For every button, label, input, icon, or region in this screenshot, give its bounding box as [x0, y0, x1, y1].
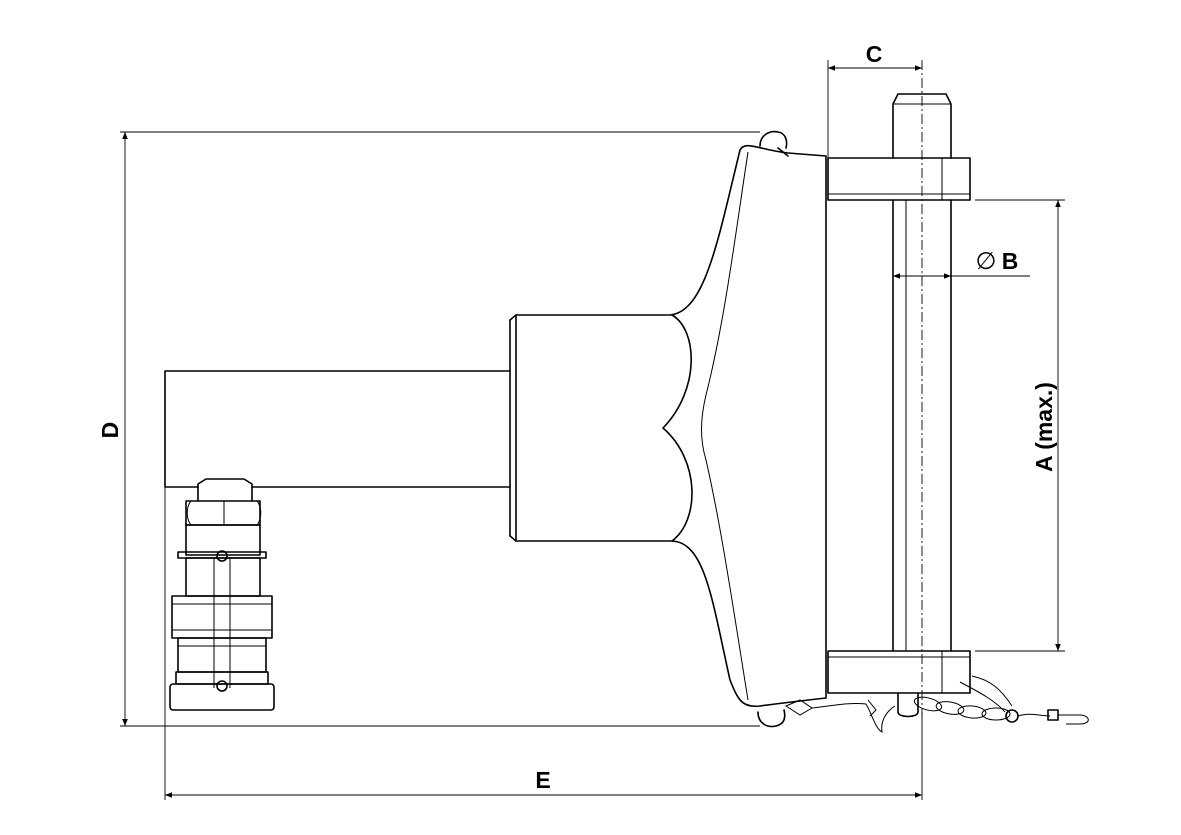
tool-body — [164, 130, 827, 728]
dimension-label-a: A (max.) — [1031, 382, 1057, 472]
diameter-symbol: ∅ — [976, 248, 997, 275]
dimension-label-d: D — [97, 422, 123, 439]
dimension-label-c: C — [866, 41, 883, 67]
dimension-label-b: B — [1002, 248, 1019, 274]
dimension-label-e: E — [535, 767, 550, 793]
dimension-lines — [120, 60, 1065, 800]
hydraulic-fitting — [169, 478, 275, 711]
